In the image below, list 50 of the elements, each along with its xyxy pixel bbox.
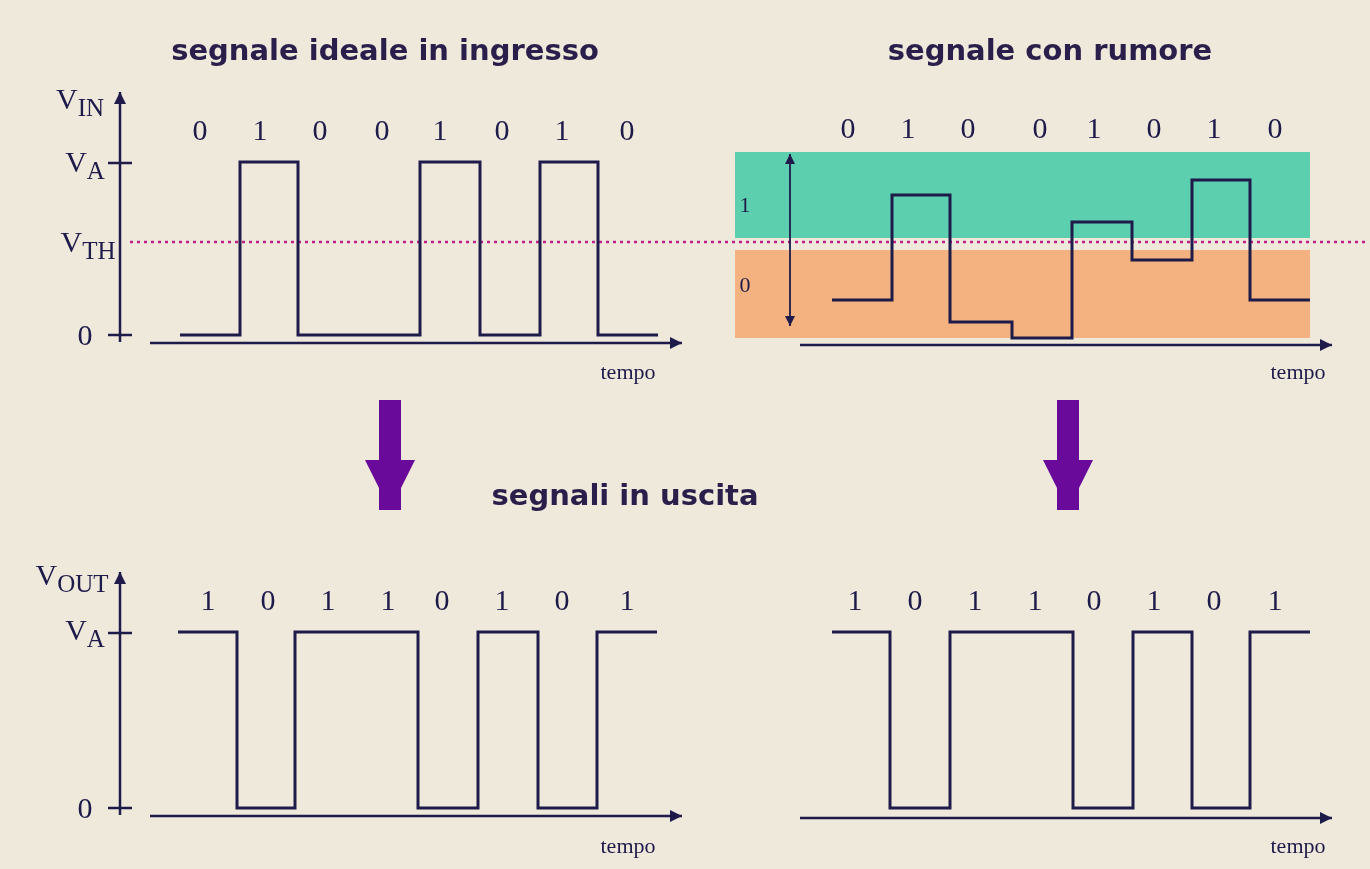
bit-value: 0 — [1206, 585, 1222, 615]
bit-value: 1 — [252, 115, 268, 145]
bit-value: 0 — [619, 115, 635, 145]
bit-value: 0 — [260, 585, 276, 615]
bit-value: 0 — [554, 585, 570, 615]
bit-value: 0 — [1032, 113, 1048, 143]
bit-value: 1 — [1086, 113, 1102, 143]
bit-value: 1 — [900, 113, 916, 143]
axis-label: V$_{A}$ — [65, 147, 105, 183]
axis-label: 0 — [77, 320, 93, 350]
bit-value: 0 — [907, 585, 923, 615]
chart-title: segnale ideale in ingresso — [171, 35, 599, 65]
bit-value: 0 — [960, 113, 976, 143]
bit-value: 0 — [312, 115, 328, 145]
bit-value: 1 — [494, 585, 510, 615]
chart-title: segnale con rumore — [887, 35, 1213, 65]
axis-label: tempo — [1270, 835, 1326, 857]
bit-value: 0 — [192, 115, 208, 145]
bit-value: 1 — [1206, 113, 1222, 143]
bit-value: 1 — [200, 585, 216, 615]
bit-value: 0 — [1267, 113, 1283, 143]
section-title: segnali in uscita — [491, 480, 759, 510]
axis-label: tempo — [1270, 361, 1326, 383]
axis-label: V$_{A}$ — [65, 615, 105, 651]
bit-value: 0 — [374, 115, 390, 145]
bit-value: 0 — [434, 585, 450, 615]
level-label: 1 — [739, 194, 751, 216]
axis-label: tempo — [600, 835, 656, 857]
level-label: 0 — [739, 274, 751, 296]
arrow — [1043, 400, 1093, 510]
bit-value: 1 — [1267, 585, 1283, 615]
bit-value: 1 — [554, 115, 570, 145]
bit-value: 1 — [320, 585, 336, 615]
bit-value: 1 — [1146, 585, 1162, 615]
bit-value: 1 — [967, 585, 983, 615]
bit-value: 1 — [847, 585, 863, 615]
bit-value: 1 — [380, 585, 396, 615]
bit-value: 1 — [432, 115, 448, 145]
axis-label: V$_{IN}$ — [55, 84, 105, 120]
bit-value: 0 — [1146, 113, 1162, 143]
bit-value: 0 — [840, 113, 856, 143]
bit-value: 1 — [1027, 585, 1043, 615]
axis-label: V$_{OUT}$ — [35, 560, 109, 596]
arrow — [365, 400, 415, 510]
bit-value: 1 — [619, 585, 635, 615]
axis-label: tempo — [600, 361, 656, 383]
axis-label: V$_{TH}$ — [60, 227, 116, 263]
axis-label: 0 — [77, 793, 93, 823]
bit-value: 0 — [1086, 585, 1102, 615]
bit-value: 0 — [494, 115, 510, 145]
